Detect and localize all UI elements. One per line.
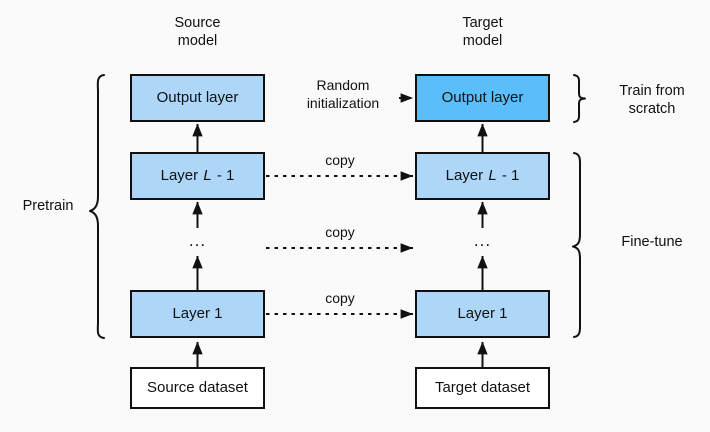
fine-tune-brace-label: Fine-tune (600, 233, 704, 251)
source-output-layer-box[interactable]: Output layer (130, 74, 265, 122)
pretrain-brace (89, 74, 105, 339)
copy-label-mid: copy (300, 224, 380, 242)
target-layer-l-minus-1-italic-l: L (488, 166, 497, 184)
train-from-scratch-brace (573, 74, 586, 123)
source-layer-1-box[interactable]: Layer 1 (130, 290, 265, 338)
fine-tune-brace-label-text: Fine-tune (621, 234, 683, 250)
copy-label-top: copy (300, 152, 380, 170)
train-from-scratch-line2: scratch (628, 101, 676, 118)
target-layer-l-minus-1-suffix: - 1 (497, 166, 520, 184)
target-layer-1-label: Layer 1 (457, 304, 508, 322)
random-initialization-label-line2: initialization (306, 94, 380, 111)
source-dataset-label: Source dataset (147, 378, 248, 396)
target-model-heading-line1: Target (462, 15, 503, 31)
target-ellipsis-label: ... (473, 231, 492, 250)
target-model-heading: Target model (415, 14, 550, 50)
source-layer-l-minus-1-italic-l: L (203, 166, 212, 184)
target-layer-l-minus-1-prefix: Layer (445, 166, 488, 184)
target-dataset-label: Target dataset (434, 378, 531, 396)
target-output-layer-box[interactable]: Output layer (415, 74, 550, 122)
fine-tune-brace (572, 152, 582, 338)
source-layer-l-minus-1-suffix: - 1 (212, 166, 235, 184)
pretrain-brace-label-text: Pretrain (22, 198, 74, 214)
source-layer-l-minus-1-box[interactable]: Layer L - 1 (130, 152, 265, 200)
target-output-layer-label: Output layer (441, 88, 524, 106)
source-output-layer-label: Output layer (156, 88, 239, 106)
target-dataset-box[interactable]: Target dataset (415, 367, 550, 409)
source-layer-1-label: Layer 1 (172, 304, 223, 322)
target-layer-l-minus-1-label: Layer L - 1 (445, 166, 520, 185)
target-ellipsis: ... (415, 228, 550, 254)
target-layer-l-minus-1-box[interactable]: Layer L - 1 (415, 152, 550, 200)
source-ellipsis-label: ... (188, 231, 207, 250)
train-from-scratch-line1: Train from (619, 83, 685, 99)
source-layer-l-minus-1-prefix: Layer (160, 166, 203, 184)
pretrain-brace-label: Pretrain (8, 197, 88, 215)
target-model-heading-line2: model (462, 33, 503, 50)
source-model-heading-line1: Source (174, 15, 221, 31)
source-model-heading-line2: model (177, 33, 218, 50)
train-from-scratch-brace-label: Train from scratch (600, 82, 704, 118)
source-ellipsis: ... (130, 228, 265, 254)
copy-label-bottom-text: copy (325, 290, 355, 306)
target-layer-1-box[interactable]: Layer 1 (415, 290, 550, 338)
random-initialization-label-line1: Random (316, 77, 370, 93)
source-model-heading: Source model (130, 14, 265, 50)
random-initialization-label: Random initialization (288, 77, 398, 112)
source-dataset-box[interactable]: Source dataset (130, 367, 265, 409)
copy-label-mid-text: copy (325, 224, 355, 240)
source-layer-l-minus-1-label: Layer L - 1 (160, 166, 235, 185)
copy-label-bottom: copy (300, 290, 380, 308)
copy-label-top-text: copy (325, 152, 355, 168)
